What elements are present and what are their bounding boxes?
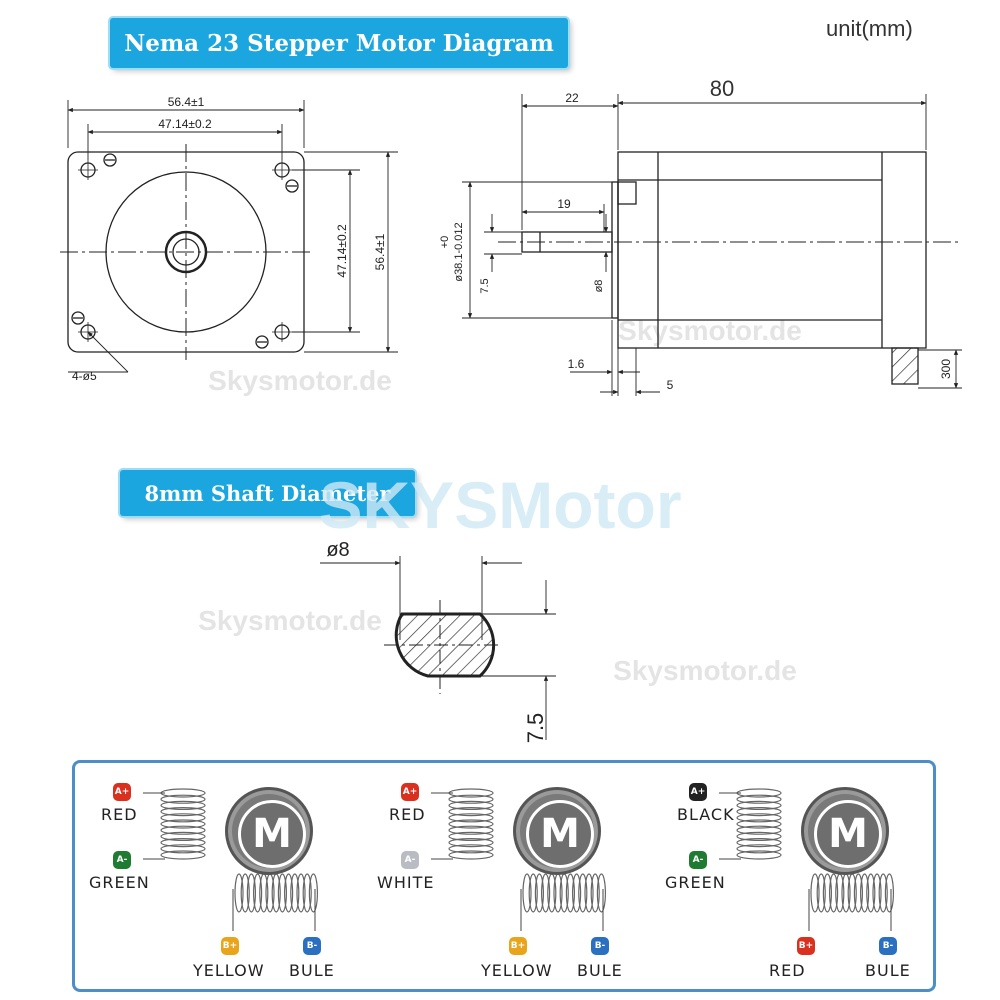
badge-a-plus: A+ <box>401 783 419 801</box>
wire-leads <box>143 792 316 931</box>
front-view <box>60 100 398 373</box>
watermark-small-4: Skysmotor.de <box>613 655 797 686</box>
badge-b-minus: B- <box>303 937 321 955</box>
badge-a-plus: A+ <box>113 783 131 801</box>
watermark-main: SKYSMotor <box>319 468 682 542</box>
dim-hole-spacing-v: 47.14±0.2 <box>335 224 349 278</box>
hole-callout: 4-ø5 <box>72 369 97 383</box>
wire-label-b-minus: BULE <box>865 961 911 980</box>
wire-label-a-minus: WHITE <box>377 873 435 892</box>
coil-a-icon <box>448 788 494 860</box>
badge-a-minus: A- <box>401 851 419 869</box>
wire-label-b-minus: BULE <box>577 961 623 980</box>
wire-label-a-minus: GREEN <box>89 873 150 892</box>
dim-hole-spacing-h: 47.14±0.2 <box>158 117 212 131</box>
coil-a-icon <box>736 788 782 860</box>
wire-label-a-plus: RED <box>389 805 426 824</box>
wiring-diagrams: A+ RED A- GREEN M B+ YELLOW B- BULE A+ R… <box>72 760 936 992</box>
watermark-small-3: Skysmotor.de <box>198 605 382 636</box>
dim-outer-height: 56.4±1 <box>373 233 387 270</box>
dim-flange: 5 <box>667 378 674 392</box>
wire-label-b-plus: YELLOW <box>481 961 553 980</box>
motor-symbol: M <box>814 800 882 868</box>
motor-symbol: M <box>238 800 306 868</box>
badge-a-minus: A- <box>689 851 707 869</box>
dim-shaft-length: 22 <box>565 91 579 105</box>
motor-icon: M <box>513 787 601 875</box>
technical-drawings: SKYSMotor Skysmotor.de Skysmotor.de Skys… <box>60 76 962 744</box>
section-dim-flat: 7.5 <box>523 713 548 744</box>
badge-b-minus: B- <box>879 937 897 955</box>
shaft-diameter-title: 8mm Shaft Diameter <box>144 480 391 506</box>
motor-icon: M <box>225 787 313 875</box>
shaft-section <box>320 556 556 740</box>
dim-body-length: 80 <box>710 76 734 101</box>
wiring-panel-3: A+ BLACK A- GREEN M B+ RED B- BULE <box>651 763 939 989</box>
dim-boss-diameter: ø38.1-0.012 <box>453 222 465 281</box>
diagram-title: Nema 23 Stepper Motor Diagram <box>124 29 554 57</box>
badge-b-plus: B+ <box>797 937 815 955</box>
lead-wire <box>891 347 919 385</box>
wiring-panel-2: A+ RED A- WHITE M B+ YELLOW B- BULE <box>363 763 651 989</box>
wiring-panel-1: A+ RED A- GREEN M B+ YELLOW B- BULE <box>75 763 363 989</box>
wire-leads <box>431 792 604 931</box>
watermark-small-1: Skysmotor.de <box>208 365 392 396</box>
dim-shaft-diameter: ø8 <box>593 280 605 293</box>
wire-label-b-plus: YELLOW <box>193 961 265 980</box>
dim-shaft-flat-depth: 7.5 <box>479 278 491 293</box>
badge-a-minus: A- <box>113 851 131 869</box>
dim-outer-width: 56.4±1 <box>168 95 205 109</box>
wire-label-b-minus: BULE <box>289 961 335 980</box>
section-dim-diameter: ø8 <box>326 539 349 561</box>
badge-b-minus: B- <box>591 937 609 955</box>
side-view <box>462 94 962 396</box>
wire-leads <box>719 792 892 931</box>
dim-lead-length: 300 <box>939 359 953 379</box>
wire-label-a-plus: RED <box>101 805 138 824</box>
mounting-holes <box>78 160 292 342</box>
badge-a-plus: A+ <box>689 783 707 801</box>
screws <box>71 153 299 349</box>
coil-b-icon <box>522 873 607 913</box>
wire-label-a-plus: BLACK <box>677 805 735 824</box>
badge-b-plus: B+ <box>221 937 239 955</box>
shaft-diameter-banner: 8mm Shaft Diameter <box>120 470 415 516</box>
motor-symbol: M <box>526 800 594 868</box>
dim-shaft-flat: 19 <box>557 197 571 211</box>
boss <box>611 181 619 319</box>
screw-head <box>617 181 637 205</box>
wire-label-b-plus: RED <box>769 961 806 980</box>
diagram-title-banner: Nema 23 Stepper Motor Diagram <box>110 18 568 68</box>
dim-boss-height: 1.6 <box>568 357 585 371</box>
dim-boss-tolerance: +0 <box>439 236 451 249</box>
wire-label-a-minus: GREEN <box>665 873 726 892</box>
unit-label: unit(mm) <box>826 16 913 41</box>
badge-b-plus: B+ <box>509 937 527 955</box>
motor-icon: M <box>801 787 889 875</box>
